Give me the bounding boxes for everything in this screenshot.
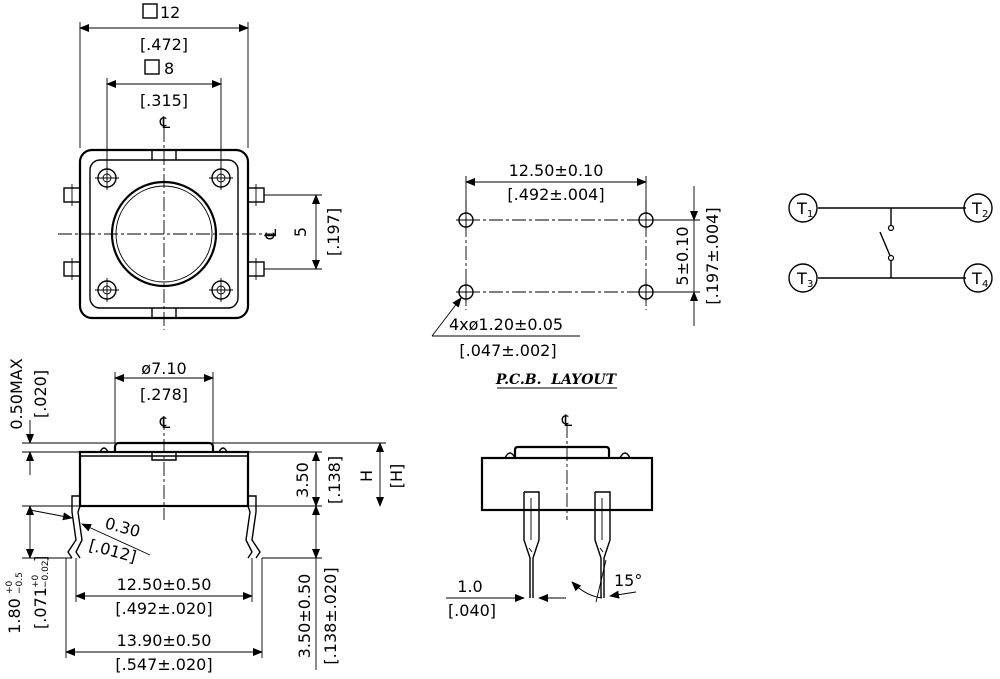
svg-text:2: 2 [982, 209, 988, 220]
pcb-holes [456, 210, 656, 302]
lead-width-label: 1.0 [457, 577, 482, 596]
lead-angle-label: 15° [614, 571, 642, 590]
lead-span-inch-label: [.547±.020] [115, 655, 212, 674]
body-height-inch-label: [.138] [325, 456, 344, 504]
standoff-inch-tol-up: +0 [31, 574, 41, 588]
standoff-inch-tol-down: −0.02 [41, 560, 51, 588]
svg-text:T: T [971, 199, 982, 218]
side-leads [67, 495, 261, 559]
svg-text:3: 3 [807, 279, 813, 290]
svg-text:T: T [971, 269, 982, 288]
lead-length-label: 3.50±0.50 [295, 574, 314, 659]
top-width-outer-label: 12 [160, 3, 180, 22]
lead-thickness-inch-label: [.012] [87, 536, 138, 567]
top-view: 12 [.472] 8 [.315] ℄ ℄ 5 [.197] [58, 3, 343, 330]
lead-thickness-label: 0.30 [103, 514, 142, 542]
side-centerline-mark: ℄ [159, 413, 171, 432]
standoff-tol-down: −0.5 [15, 572, 25, 594]
top-width-inner-label: 8 [164, 59, 174, 78]
top-pitch-inch-label: [.197] [324, 208, 343, 256]
top-centerline-mark-side: ℄ [261, 228, 280, 240]
corner-posts [95, 166, 233, 302]
standoff-tol-up: +0 [5, 580, 15, 594]
top-pitch-label: 5 [291, 227, 310, 237]
top-width-outer-inch-label: [.472] [140, 35, 188, 54]
end-leads [523, 491, 611, 598]
lead-length-inch-label: [.138±.020] [321, 567, 340, 664]
pcb-hole-inch-label: [.047±.002] [459, 341, 556, 360]
standoff-inch-close: ] [31, 556, 50, 562]
body-height-label: 3.50 [293, 462, 312, 498]
pcb-layout-caption: P.C.B. LAYOUT [495, 372, 618, 388]
svg-text:T: T [796, 269, 807, 288]
pcb-hole-label: 4xø1.20±0.05 [449, 315, 563, 334]
lead-width-inch-label: [.040] [448, 601, 496, 620]
end-view: ℄ 1.0 [.040] 15° [446, 411, 654, 620]
top-centerline-mark: ℄ [159, 113, 171, 132]
height-h-label: H [357, 470, 376, 482]
lead-pitch-label: 12.50±0.50 [117, 575, 212, 594]
svg-text:1: 1 [807, 209, 813, 220]
lead-span-label: 13.90±0.50 [117, 631, 212, 650]
max-inch-label: [.020] [31, 370, 50, 418]
svg-text:4: 4 [982, 279, 988, 290]
standoff-inch-label: [.071 [31, 587, 50, 629]
pcb-layout: 12.50±0.10 [.492±.004] 5±0.10 [.197±.004… [431, 161, 722, 389]
svg-text:T: T [796, 199, 807, 218]
side-view: ℄ ø7.10 [.278] 0.50MAX [.020] 3.50 [.138… [5, 358, 406, 674]
pcb-spacing-label: 12.50±0.10 [509, 161, 604, 180]
pcb-pitch-inch-label: [.197±.004] [703, 207, 722, 304]
end-centerline-mark: ℄ [561, 411, 573, 430]
pcb-pitch-label: 5±0.10 [673, 226, 692, 285]
pcb-spacing-inch-label: [.492±.004] [507, 185, 604, 204]
cap-dia-inch-label: [.278] [140, 385, 188, 404]
height-h-inch-label: [H] [387, 464, 406, 489]
max-label: 0.50MAX [7, 358, 26, 429]
lead-pitch-inch-label: [.492±.020] [115, 599, 212, 618]
cap-dia-label: ø7.10 [141, 359, 186, 378]
top-width-inner-inch-label: [.315] [140, 91, 188, 110]
standoff-label: 1.80 [5, 598, 24, 634]
